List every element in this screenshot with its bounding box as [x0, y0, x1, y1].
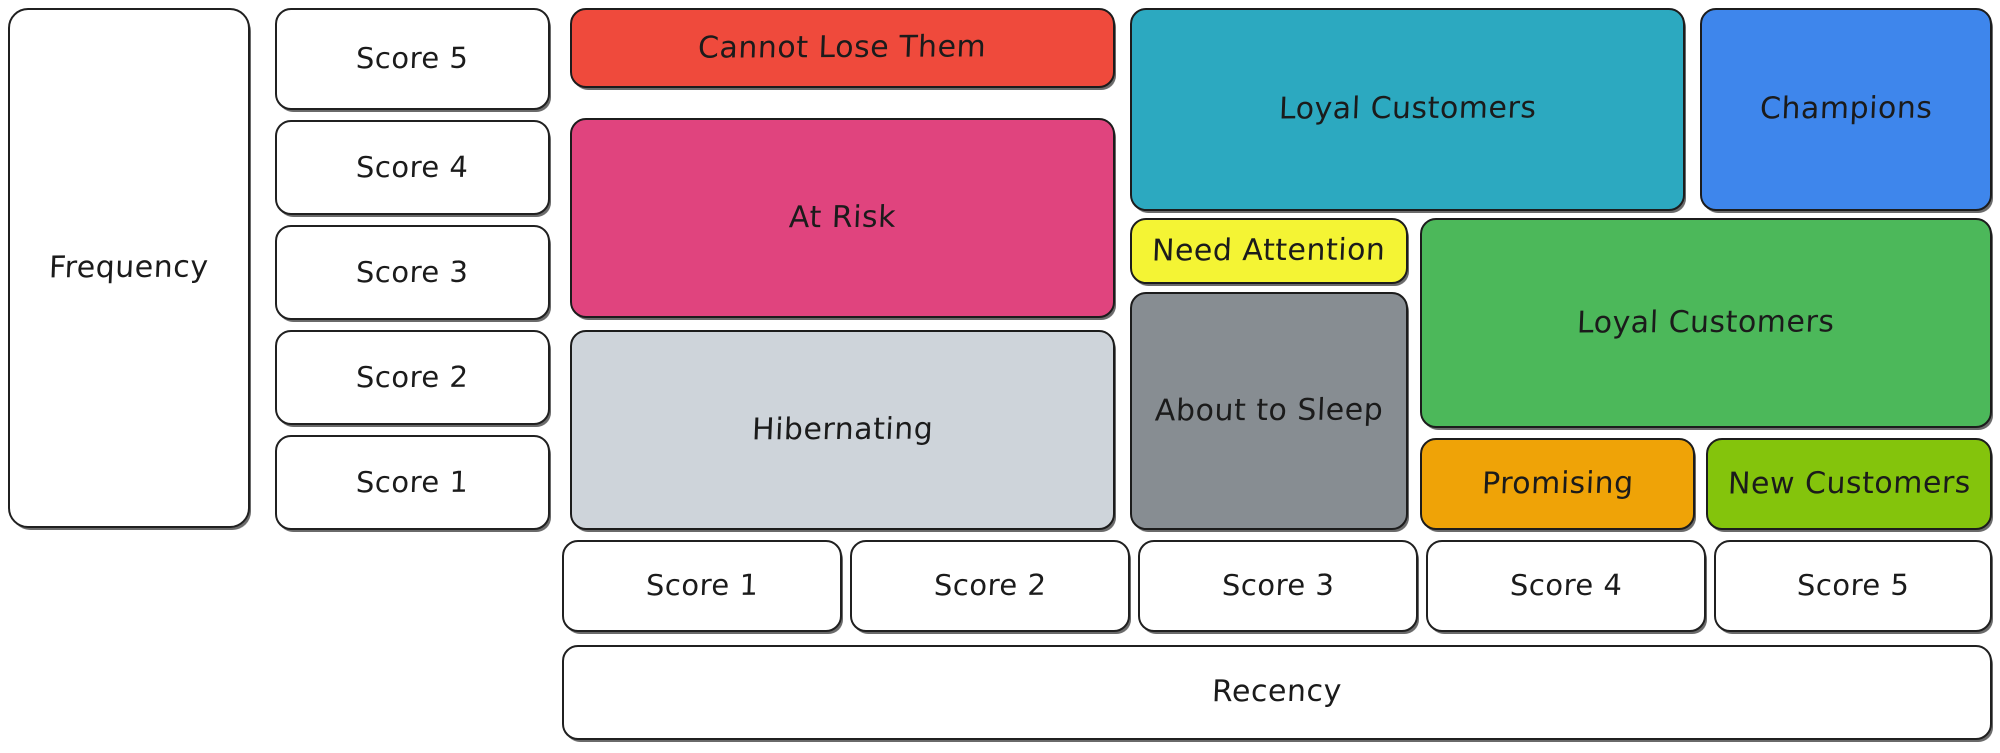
segment-champions[interactable]: Champions [1700, 8, 1992, 211]
segment-loyal-customers-teal[interactable]: Loyal Customers [1130, 8, 1685, 211]
frequency-score-2-label: Score 2 [355, 359, 470, 395]
segment-cannot-lose-them[interactable]: Cannot Lose Them [570, 8, 1115, 88]
frequency-score-3: Score 3 [275, 225, 550, 320]
recency-score-5: Score 5 [1714, 540, 1992, 632]
segment-champions-label: Champions [1759, 90, 1933, 127]
frequency-score-3-label: Score 3 [355, 254, 470, 290]
recency-score-4-label: Score 4 [1509, 568, 1623, 603]
frequency-score-1: Score 1 [275, 435, 550, 530]
segment-at-risk-label: At Risk [788, 199, 897, 235]
frequency-score-1-label: Score 1 [355, 464, 470, 500]
segment-cannot-lose-them-label: Cannot Lose Them [697, 29, 988, 66]
recency-score-2-label: Score 2 [933, 568, 1047, 603]
recency-score-1-label: Score 1 [645, 568, 759, 603]
axis-label-recency: Recency [562, 645, 1992, 740]
segment-promising[interactable]: Promising [1420, 438, 1695, 530]
segment-promising-label: Promising [1480, 465, 1635, 502]
segment-at-risk[interactable]: At Risk [570, 118, 1115, 318]
recency-score-3-label: Score 3 [1221, 568, 1335, 603]
frequency-score-4-label: Score 4 [355, 149, 470, 185]
segment-hibernating-label: Hibernating [751, 411, 934, 448]
frequency-score-4: Score 4 [275, 120, 550, 215]
recency-score-5-label: Score 5 [1796, 568, 1910, 603]
axis-label-frequency-text: Frequency [48, 249, 210, 286]
frequency-score-2: Score 2 [275, 330, 550, 425]
segment-new-customers[interactable]: New Customers [1706, 438, 1992, 530]
recency-score-4: Score 4 [1426, 540, 1706, 632]
segment-loyal-customers-teal-label: Loyal Customers [1278, 90, 1537, 127]
segment-new-customers-label: New Customers [1726, 465, 1972, 502]
frequency-score-5-label: Score 5 [355, 41, 470, 76]
segment-need-attention-label: Need Attention [1151, 232, 1387, 269]
recency-score-1: Score 1 [562, 540, 842, 632]
segment-loyal-customers-green-label: Loyal Customers [1576, 304, 1836, 341]
segment-hibernating[interactable]: Hibernating [570, 330, 1115, 530]
segment-about-to-sleep-label: About to Sleep [1154, 392, 1384, 429]
segment-about-to-sleep[interactable]: About to Sleep [1130, 292, 1408, 530]
recency-score-2: Score 2 [850, 540, 1130, 632]
segment-loyal-customers-green[interactable]: Loyal Customers [1420, 218, 1992, 428]
frequency-score-5: Score 5 [275, 8, 550, 110]
recency-score-3: Score 3 [1138, 540, 1418, 632]
axis-label-recency-text: Recency [1211, 673, 1343, 710]
segment-need-attention[interactable]: Need Attention [1130, 218, 1408, 284]
axis-label-frequency: Frequency [8, 8, 250, 528]
